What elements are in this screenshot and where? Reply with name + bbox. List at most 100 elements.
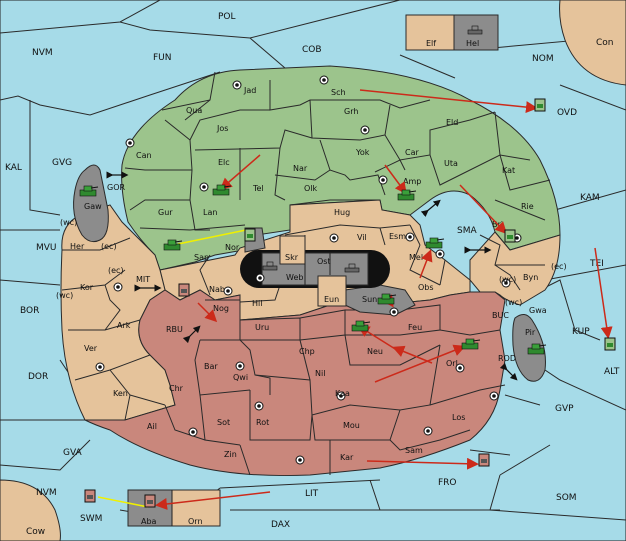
sea-fro: FRO	[438, 478, 457, 488]
land-kar: Kar	[340, 453, 354, 462]
fleet-unit-icon[interactable]	[262, 261, 278, 271]
land-bar: Bar	[204, 362, 218, 371]
land-car: Car	[405, 148, 419, 157]
coast-gwa-wc: (wc)	[505, 298, 522, 307]
fleet-unit-icon[interactable]	[467, 25, 483, 35]
land-zin: Zin	[224, 450, 237, 459]
land-amp: Amp	[403, 177, 421, 186]
province-borders	[61, 71, 551, 476]
land-her: Her	[70, 242, 85, 251]
land-jad: Jad	[243, 86, 256, 95]
land-sch: Sch	[331, 88, 346, 97]
land-kat: Kat	[502, 166, 515, 175]
land-los: Los	[452, 413, 465, 422]
land-obs: Obs	[418, 283, 434, 292]
province-gaw[interactable]	[73, 164, 109, 243]
sea-bor: BOR	[20, 306, 39, 316]
sea-nom: NOM	[532, 54, 554, 64]
land-uru: Uru	[255, 323, 269, 332]
land-gur: Gur	[158, 208, 173, 217]
province-hel[interactable]	[453, 14, 499, 51]
sea-nvm: NVM	[32, 48, 53, 58]
land-yok: Yok	[355, 148, 370, 157]
land-feu: Feu	[408, 323, 422, 332]
land-hil: Hil	[252, 299, 262, 308]
fleet-unit-icon[interactable]	[178, 283, 190, 297]
land-jos: Jos	[216, 124, 228, 133]
land-nab: Nab	[209, 285, 225, 294]
province-elf[interactable]	[405, 14, 455, 51]
land-sap: Sap	[194, 253, 209, 262]
land-chp: Chp	[299, 347, 315, 356]
province-eun[interactable]	[317, 275, 347, 307]
sea-gvg: GVG	[52, 158, 72, 168]
army-unit-icon[interactable]	[212, 184, 232, 196]
sea-sma: SMA	[457, 226, 477, 236]
land-ail: Ail	[147, 422, 157, 431]
army-unit-icon[interactable]	[527, 343, 547, 355]
fleet-unit-icon[interactable]	[604, 337, 616, 351]
province-con[interactable]	[559, 0, 626, 86]
army-unit-icon[interactable]	[163, 239, 183, 251]
sea-ovd: OVD	[557, 108, 577, 118]
land-rie: Rie	[521, 202, 534, 211]
land-gaw: Gaw	[84, 202, 102, 211]
land-gwa: Gwa	[529, 306, 547, 315]
land-rot: Rot	[256, 418, 269, 427]
fleet-unit-icon[interactable]	[144, 494, 156, 508]
land-skr: Skr	[285, 253, 299, 262]
land-orl: Orl	[446, 359, 458, 368]
land-ken: Ken	[113, 389, 128, 398]
fleet-unit-icon[interactable]	[84, 489, 96, 503]
land-ost: Ost	[317, 257, 331, 266]
land-con: Con	[596, 38, 614, 48]
support-lines	[97, 229, 247, 508]
province-cow[interactable]	[0, 479, 61, 541]
province-skr[interactable]	[279, 235, 306, 265]
fleet-unit-icon[interactable]	[344, 263, 360, 273]
land-qua: Qua	[186, 106, 202, 115]
region-tan-east	[469, 231, 561, 306]
land-nar: Nar	[293, 164, 308, 173]
land-grh: Grh	[344, 107, 358, 116]
land-eld: Eld	[446, 118, 458, 127]
sea-cob: COB	[302, 45, 322, 55]
army-unit-icon[interactable]	[351, 320, 371, 332]
army-unit-icon[interactable]	[397, 189, 417, 201]
coast-her-wc: (wc)	[60, 218, 77, 227]
land-can: Can	[136, 151, 152, 160]
land-uta: Uta	[444, 159, 458, 168]
fleet-unit-icon[interactable]	[504, 229, 516, 243]
sea-kup: KUP	[572, 327, 590, 337]
sea-fun: FUN	[153, 53, 172, 63]
sea-gva: GVA	[63, 448, 83, 458]
sea-mit: MIT	[136, 275, 150, 284]
sea-dax: DAX	[271, 520, 290, 530]
sea-dor: DOR	[28, 372, 48, 382]
land-elc: Elc	[218, 158, 230, 167]
land-nog: Nog	[213, 304, 229, 313]
land-lan: Lan	[203, 208, 217, 217]
land-aba: Aba	[141, 517, 157, 526]
coast-byn-wc: (wc)	[499, 275, 516, 284]
army-unit-icon[interactable]	[425, 237, 445, 249]
fleet-unit-icon[interactable]	[244, 228, 256, 242]
coast-kor-wc: (wc)	[56, 291, 73, 300]
army-unit-icon[interactable]	[79, 185, 99, 197]
army-unit-icon[interactable]	[377, 293, 397, 305]
fleet-unit-icon[interactable]	[478, 453, 490, 467]
army-unit-icon[interactable]	[461, 338, 481, 350]
coast-kor-ec: (ec)	[108, 266, 124, 275]
land-web: Web	[286, 273, 303, 282]
sea-lit: LIT	[305, 489, 319, 499]
land-byn: Byn	[523, 273, 538, 282]
sea-kam: KAM	[580, 193, 600, 203]
sea-swm: SWM	[80, 514, 102, 524]
supply-centers	[95, 75, 522, 465]
coast-labels: (wc) (ec) (ec) (wc) (wc) (ec) (wc)	[56, 218, 567, 307]
land-esm: Esm	[389, 232, 406, 241]
land-sam: Sam	[405, 446, 423, 455]
sea-tei: TEI	[589, 259, 604, 269]
fleet-unit-icon[interactable]	[534, 98, 546, 112]
